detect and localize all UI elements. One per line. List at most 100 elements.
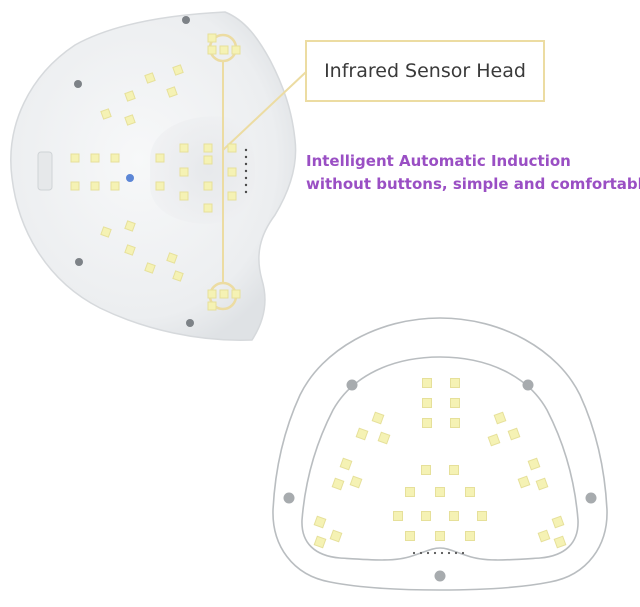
lamp-side-slot [37,151,53,191]
led-chip-icon [493,411,507,425]
callout-pointer-line [222,71,307,151]
led-chip-icon [172,64,184,76]
led-chip-icon [227,143,237,153]
diagram-outer-outline [272,317,608,591]
led-chip-icon [422,398,432,408]
screw-icon [434,570,446,582]
sensor-callout: Infrared Sensor Head [305,40,545,102]
led-chip-icon [405,531,415,541]
led-chip-icon [90,181,100,191]
led-chip-icon [551,515,565,529]
led-chip-icon [331,477,345,491]
feature-line-1: Intelligent Automatic Induction [306,152,571,170]
led-chip-icon [124,244,136,256]
led-chip-icon [100,226,112,238]
led-chip-icon [166,252,178,264]
led-chip-icon [144,72,156,84]
led-chip-icon [179,143,189,153]
led-chip-icon [110,181,120,191]
led-chip-icon [450,378,460,388]
led-chip-icon [465,487,475,497]
nail-lamp-photo [10,11,307,341]
lamp-inner-dome [150,116,256,224]
led-chip-icon [166,86,178,98]
screw-icon [74,80,82,88]
sensor-callout-label: Infrared Sensor Head [324,60,526,82]
led-chip-icon [227,167,237,177]
led-chip-icon [144,262,156,274]
led-chip-icon [517,475,531,489]
led-chip-icon [100,108,112,120]
led-chip-icon [155,181,165,191]
led-chip-icon [553,535,567,549]
led-chip-icon [231,289,241,299]
led-chip-icon [450,398,460,408]
led-chip-icon [203,181,213,191]
led-chip-icon [124,114,136,126]
diagram-led-group [313,378,567,549]
screw-icon [186,319,194,327]
feature-description: Intelligent Automatic Induction without … [306,150,640,196]
led-chip-icon [450,418,460,428]
led-chip-icon [90,153,100,163]
led-chip-icon [313,535,327,549]
led-chip-icon [203,155,213,165]
led-chip-icon [435,487,445,497]
vent-dots [244,148,248,194]
photo-led-group [70,33,241,311]
screw-icon [585,492,597,504]
led-chip-icon [507,427,521,441]
led-chip-icon [477,511,487,521]
led-chip-icon [155,153,165,163]
led-chip-icon [172,270,184,282]
led-chip-icon [449,465,459,475]
led-chip-icon [219,45,229,55]
led-chip-icon [203,203,213,213]
led-chip-icon [371,411,385,425]
led-chip-icon [527,457,541,471]
nail-lamp-diagram [272,317,608,591]
led-chip-icon [329,529,343,543]
feature-line-2: without buttons, simple and comfortable [306,175,640,193]
led-chip-icon [422,418,432,428]
led-chip-icon [124,90,136,102]
led-chip-icon [110,153,120,163]
screw-icon [346,379,358,391]
led-chip-icon [231,45,241,55]
led-chip-icon [179,167,189,177]
led-chip-icon [70,153,80,163]
led-chip-icon [449,511,459,521]
vent-dots [412,551,465,555]
led-chip-icon [179,191,189,201]
led-chip-icon [70,181,80,191]
led-chip-icon [207,33,217,43]
led-chip-icon [422,378,432,388]
led-chip-icon [435,531,445,541]
screw-icon [182,16,190,24]
screw-icon [283,492,295,504]
led-chip-icon [227,191,237,201]
screw-icon [75,258,83,266]
sensor-indicator-icon [126,174,134,182]
led-chip-icon [207,301,217,311]
led-chip-icon [355,427,369,441]
led-chip-icon [535,477,549,491]
led-chip-icon [405,487,415,497]
led-chip-icon [421,511,431,521]
led-chip-icon [349,475,363,489]
led-chip-icon [313,515,327,529]
led-chip-icon [421,465,431,475]
led-chip-icon [207,45,217,55]
led-chip-icon [219,289,229,299]
led-chip-icon [207,289,217,299]
led-chip-icon [393,511,403,521]
led-chip-icon [203,143,213,153]
led-chip-icon [124,220,136,232]
led-chip-icon [377,431,391,445]
led-chip-icon [465,531,475,541]
diagram-inner-outline [301,356,579,561]
led-chip-icon [339,457,353,471]
led-chip-icon [537,529,551,543]
led-chip-icon [487,433,501,447]
